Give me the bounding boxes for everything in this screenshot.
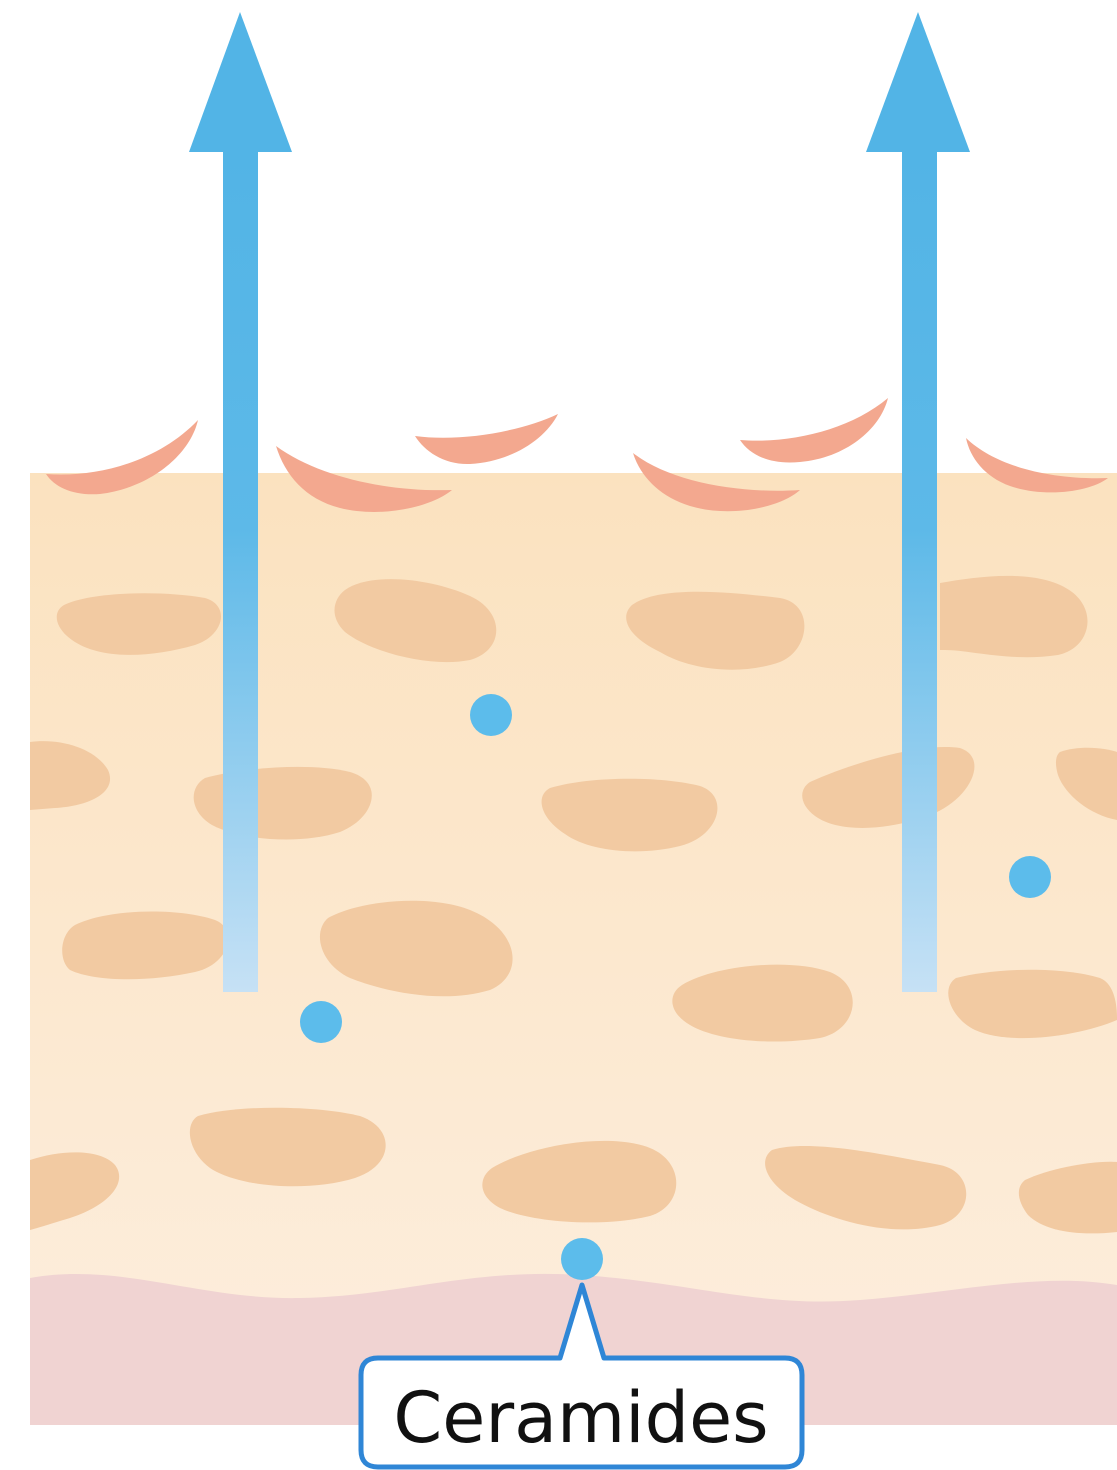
ceramides-label: Ceramides	[393, 1377, 768, 1459]
cell	[940, 576, 1088, 657]
ceramide-dot	[300, 1001, 342, 1043]
ceramide-dot	[470, 694, 512, 736]
cell	[948, 970, 1117, 1038]
flake	[740, 398, 888, 463]
ceramide-dot	[561, 1238, 603, 1280]
cell	[62, 912, 228, 980]
ceramide-dot	[1009, 856, 1051, 898]
cell	[194, 767, 372, 840]
flake	[415, 414, 558, 464]
